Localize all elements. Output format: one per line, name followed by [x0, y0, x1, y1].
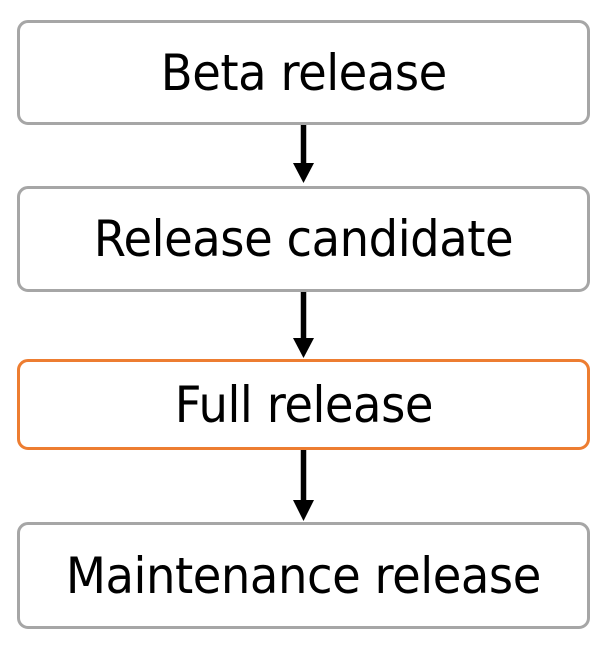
arrow-rc-to-full [293, 292, 314, 358]
node-full-release[interactable]: Full release [17, 359, 590, 450]
node-release-candidate[interactable]: Release candidate [17, 186, 590, 292]
node-maintenance-release[interactable]: Maintenance release [17, 522, 590, 629]
node-full-release-label: Full release [174, 375, 433, 434]
node-beta-release[interactable]: Beta release [17, 20, 590, 125]
node-beta-release-label: Beta release [160, 43, 447, 102]
node-release-candidate-label: Release candidate [93, 210, 514, 268]
arrow-beta-to-rc [293, 125, 314, 183]
arrow-full-to-maintenance [293, 450, 314, 521]
node-maintenance-release-label: Maintenance release [66, 546, 541, 605]
